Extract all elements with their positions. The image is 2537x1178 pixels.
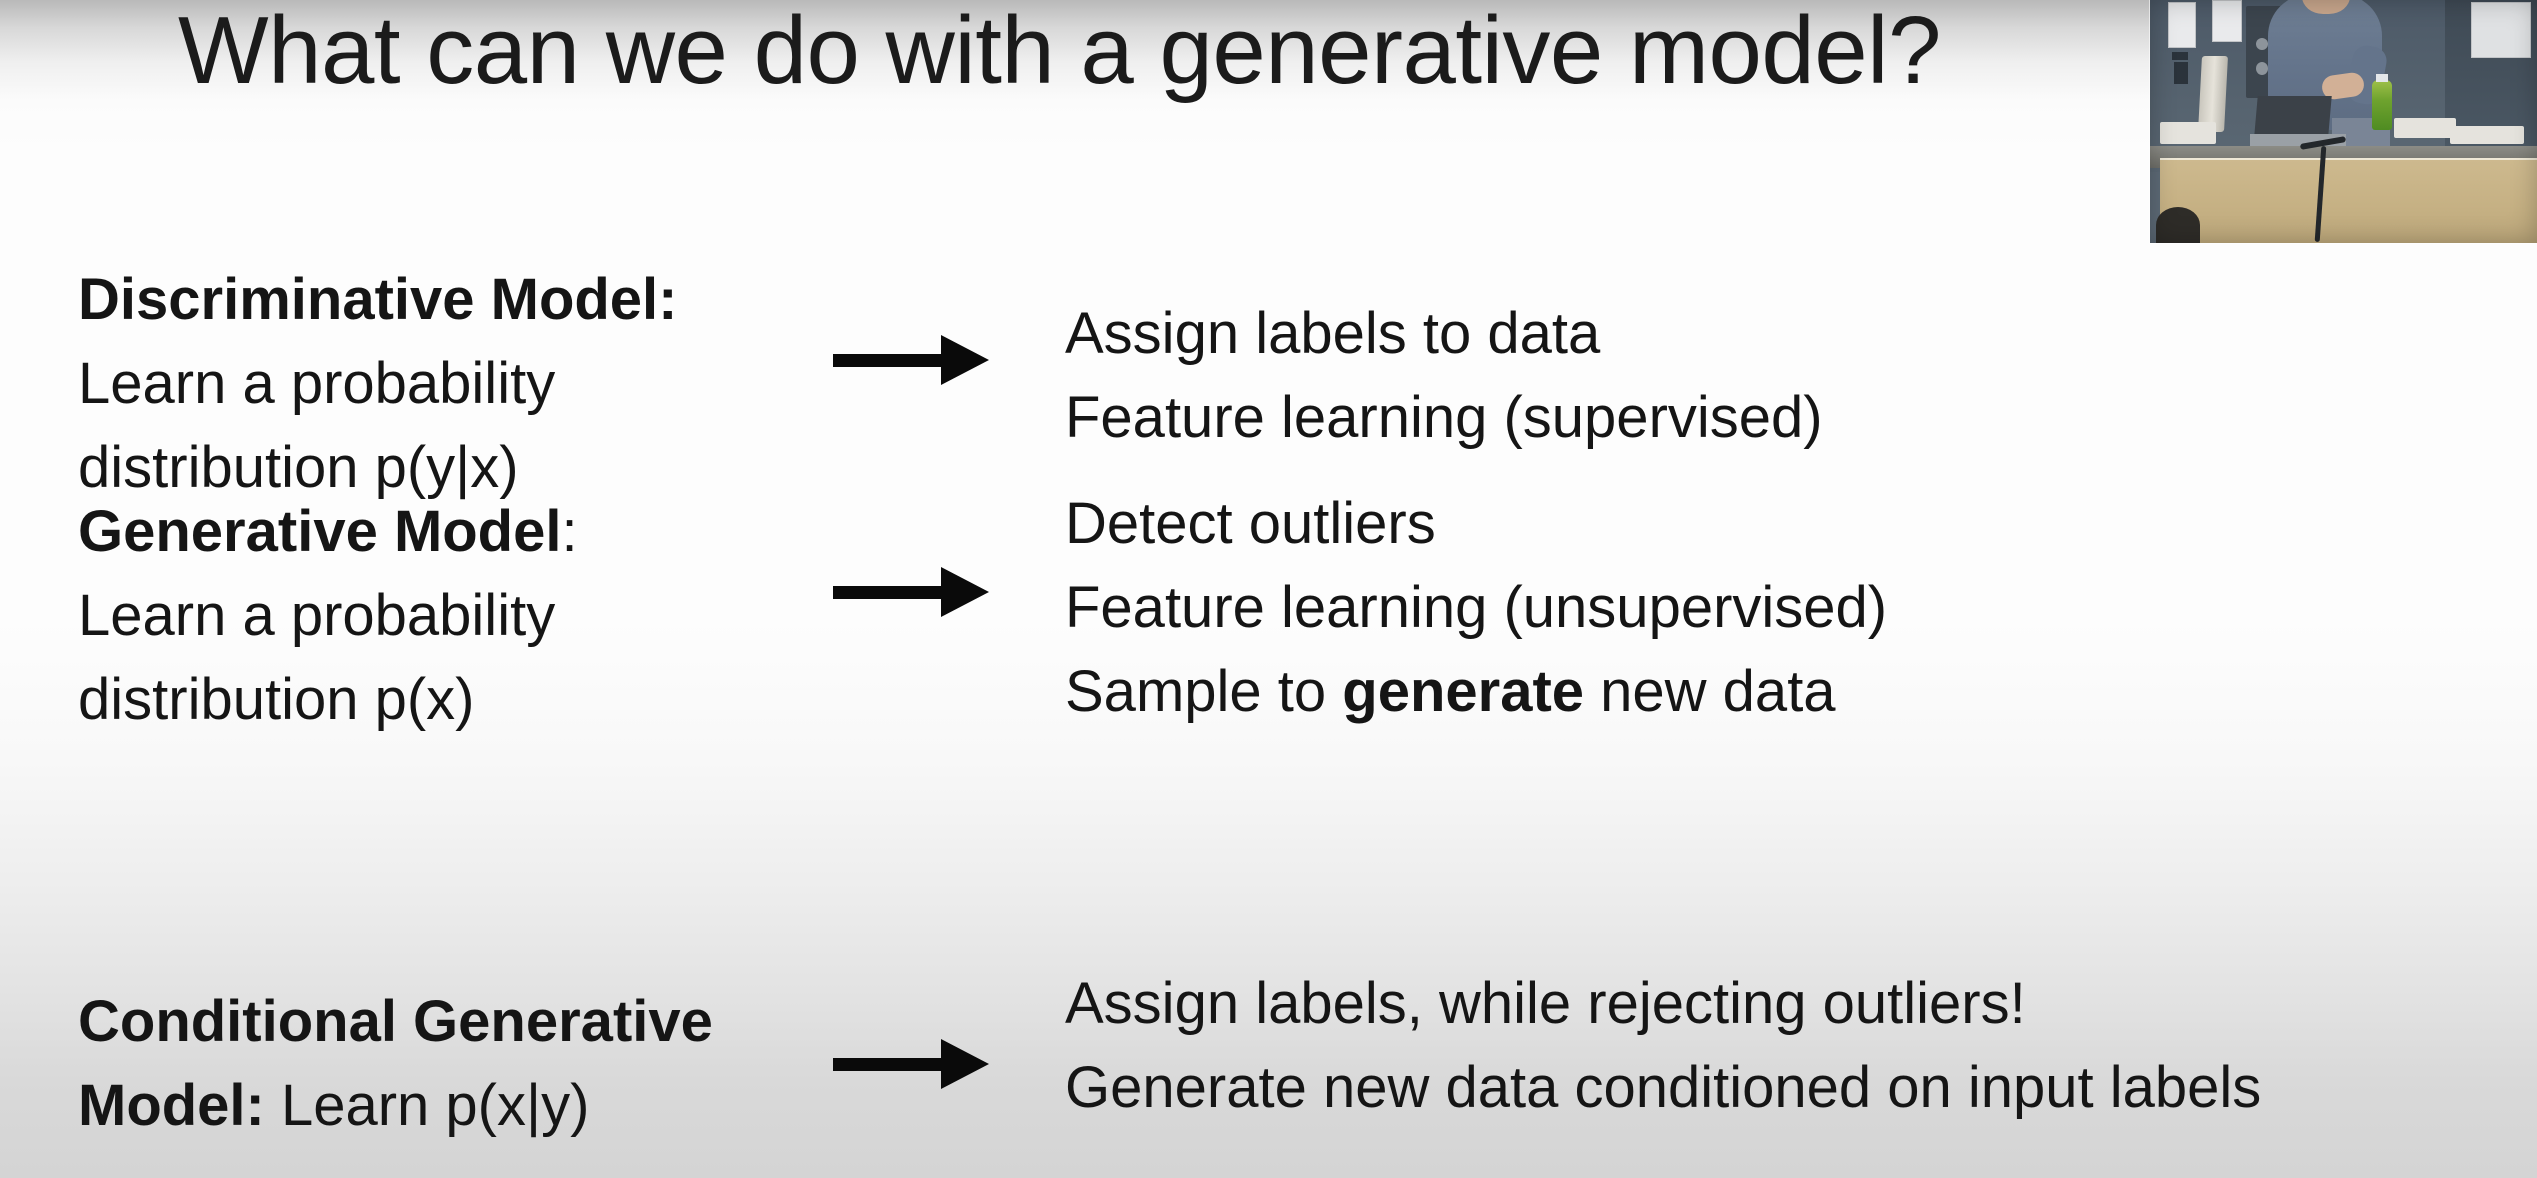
bottle-cap-icon	[2376, 74, 2388, 82]
arrow-right-icon	[833, 332, 990, 388]
conditional-left-column: Conditional Generative Model: Learn p(x|…	[78, 980, 798, 1148]
wall-slot	[2172, 52, 2188, 60]
generative-outcome-3: Sample to generate new data	[1065, 650, 2515, 734]
generative-outcome-1: Detect outliers	[1065, 491, 1436, 556]
discriminative-right-column: Assign labels to data Feature learning (…	[1065, 292, 2515, 460]
discriminative-heading: Discriminative Model:	[78, 267, 678, 332]
generative-outcome-2: Feature learning (unsupervised)	[1065, 575, 1888, 640]
paper-stack	[2450, 126, 2524, 144]
generative-outcome-3-emphasis: generate	[1342, 659, 1585, 724]
generative-right-column: Detect outliers Feature learning (unsupe…	[1065, 482, 2515, 734]
conditional-right-column: Assign labels, while rejecting outliers!…	[1065, 962, 2515, 1130]
page-title: What can we do with a generative model?	[178, 0, 1941, 104]
conditional-outcome-1: Assign labels, while rejecting outliers!	[1065, 971, 2026, 1036]
conditional-arrow-column	[833, 1036, 993, 1092]
generative-heading-text: Generative Model	[78, 499, 562, 564]
conditional-heading-line-2: Model: Learn p(x|y)	[78, 1064, 798, 1148]
podium	[2160, 160, 2537, 243]
arrow-shaft	[833, 586, 945, 599]
lab-fixture	[2198, 56, 2228, 132]
panel-knob-icon	[2256, 62, 2268, 75]
conditional-heading-line-1: Conditional Generative	[78, 989, 713, 1054]
generative-body-line-1: Learn a probability	[78, 583, 556, 648]
arrow-right-icon	[833, 1036, 990, 1092]
paper-stack	[2160, 122, 2216, 144]
generative-outcome-3-suffix: new data	[1584, 659, 1836, 724]
arrow-head	[941, 1039, 989, 1089]
wall-poster-icon	[2168, 2, 2196, 48]
lecturer-webcam-overlay[interactable]	[2150, 0, 2537, 243]
laptop-screen	[2254, 96, 2332, 136]
whiteboard-icon	[2471, 2, 2531, 58]
arrow-shaft	[833, 1058, 945, 1071]
discriminative-body-line-2: distribution p(y|x)	[78, 435, 519, 500]
discriminative-arrow-column	[833, 332, 993, 388]
arrow-shaft	[833, 354, 945, 367]
bottle-icon	[2372, 80, 2392, 130]
discriminative-outcome-1: Assign labels to data	[1065, 301, 1601, 366]
podium-shadow	[2156, 207, 2200, 243]
discriminative-outcome-2: Feature learning (supervised)	[1065, 385, 1823, 450]
conditional-outcome-2: Generate new data conditioned on input l…	[1065, 1055, 2262, 1120]
conditional-body-inline: Learn p(x|y)	[264, 1073, 590, 1138]
discriminative-left-column: Discriminative Model: Learn a probabilit…	[78, 258, 798, 510]
generative-outcome-3-prefix: Sample to	[1065, 659, 1343, 724]
arrow-head	[941, 567, 989, 617]
generative-body-line-2: distribution p(x)	[78, 667, 475, 732]
generative-left-column: Generative Model: Learn a probability di…	[78, 490, 798, 742]
lecturer-head	[2302, 0, 2350, 14]
paper-stack	[2394, 118, 2456, 138]
conditional-heading-label: Model:	[78, 1073, 265, 1138]
arrow-right-icon	[833, 564, 990, 620]
panel-knob-icon	[2256, 38, 2268, 50]
wall-slot	[2174, 62, 2188, 84]
discriminative-body-line-1: Learn a probability	[78, 351, 556, 416]
generative-heading: Generative Model:	[78, 490, 798, 574]
generative-arrow-column	[833, 564, 993, 620]
wall-poster-icon	[2212, 0, 2242, 42]
arrow-head	[941, 335, 989, 385]
generative-heading-colon: :	[561, 499, 578, 564]
